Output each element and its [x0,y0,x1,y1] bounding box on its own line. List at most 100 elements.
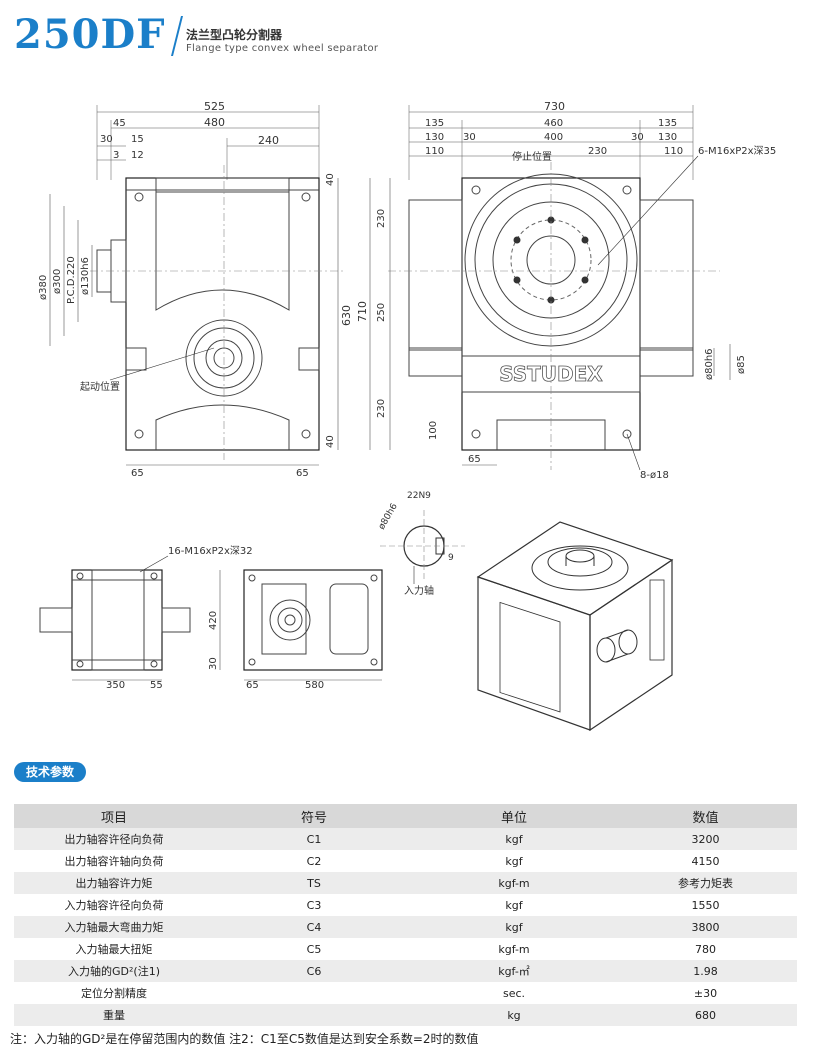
shaft-key-depth: 9 [448,553,454,563]
dim-30-left: 30 [463,132,476,143]
cell-symbol: C2 [214,850,414,872]
cell-item: 定位分割精度 [14,982,214,1004]
dim-240: 240 [258,134,279,147]
dim-65-bottom: 65 [246,680,259,691]
cell-value: 参考力矩表 [614,872,797,894]
dim-30: 30 [100,134,113,145]
cell-item: 入力轴最大弯曲力矩 [14,916,214,938]
spec-table: 项目 符号 单位 数值 出力轴容许径向负荷 C1 kgf 3200 出力轴容许轴… [14,804,797,1026]
bottom-left-view: 350 55 16-M16xP2x深32 [39,545,253,691]
cell-item: 出力轴容许力矩 [14,872,214,894]
start-position-label: 起动位置 [80,380,120,393]
dim-3: 3 [113,150,119,161]
cell-item: 出力轴容许轴向负荷 [14,850,214,872]
cell-item: 入力轴的GD²(注1) [14,960,214,982]
table-row: 出力轴容许轴向负荷 C2 kgf 4150 [14,850,797,872]
cell-symbol: C5 [214,938,414,960]
dim-230-lower: 230 [376,399,387,418]
cell-value: 680 [614,1004,797,1026]
cell-unit: kgf [414,850,614,872]
cell-symbol: C3 [214,894,414,916]
dim-110-right: 110 [664,146,683,157]
dim-55: 55 [150,680,163,691]
dim-710: 710 [356,301,369,322]
spec-table-header: 项目 符号 单位 数值 [14,804,797,828]
cell-value: ±30 [614,982,797,1004]
dim-130-right: 130 [658,132,677,143]
shaft-d80: ø80h6 [377,502,400,532]
page-header: 250DF 法兰型凸轮分割器 Flange type convex wheel … [14,10,414,60]
cell-value: 3200 [614,828,797,850]
cell-symbol [214,1004,414,1026]
cell-unit: kgf-m [414,872,614,894]
cell-unit: kgf [414,916,614,938]
table-row: 入力轴最大扭矩 C5 kgf-m 780 [14,938,797,960]
table-row: 入力轴最大弯曲力矩 C4 kgf 3800 [14,916,797,938]
cell-value: 3800 [614,916,797,938]
dim-230-upper: 230 [376,209,387,228]
cell-value: 1550 [614,894,797,916]
cell-value: 780 [614,938,797,960]
cell-unit: kg [414,1004,614,1026]
cell-item: 重量 [14,1004,214,1026]
section-tag-tech-params: 技术参数 [14,762,87,782]
dim-350: 350 [106,680,125,691]
title-english: Flange type convex wheel separator [186,43,379,54]
dim-d85: ø85 [736,355,747,374]
dim-30-bottom: 30 [208,657,219,670]
cell-unit: sec. [414,982,614,1004]
dim-40-top: 40 [325,173,336,186]
title-divider [171,16,183,56]
dim-110-left: 110 [425,146,444,157]
title-chinese: 法兰型凸轮分割器 [186,28,283,42]
table-row: 入力轴容许径向负荷 C3 kgf 1550 [14,894,797,916]
dim-100: 100 [428,421,439,440]
dim-525: 525 [204,100,225,113]
dim-630: 630 [340,305,353,326]
dim-45: 45 [113,118,126,129]
dim-130-left: 130 [425,132,444,143]
table-row: 重量 kg 680 [14,1004,797,1026]
technical-drawings: 525 480 240 45 30 15 3 12 [38,100,776,732]
cell-unit: kgf [414,894,614,916]
footnote: 注：入力轴的GD²是在停留范围内的数值 注2：C1至C5数值是达到安全系数=2时… [10,1032,479,1046]
holes-16-m16: 16-M16xP2x深32 [168,545,253,557]
dim-580: 580 [305,680,324,691]
header-item: 项目 [14,804,214,828]
cell-value: 4150 [614,850,797,872]
cell-item: 出力轴容许径向负荷 [14,828,214,850]
isometric-view [476,521,674,732]
dim-d80h6: ø80h6 [704,348,715,380]
dim-pcd: P.C.D.220 [66,256,77,304]
dim-30-right: 30 [631,132,644,143]
dim-730: 730 [544,100,565,113]
cell-value: 1.98 [614,960,797,982]
header-unit: 单位 [414,804,614,828]
stop-position-label: 停止位置 [512,150,552,163]
dim-230-top: 230 [588,146,607,157]
dim-400: 400 [544,132,563,143]
bolt-8-d18: 8-ø18 [640,470,669,481]
dim-40-bottom: 40 [325,435,336,448]
table-row: 入力轴的GD²(注1) C6 kgf-㎡ 1.98 [14,960,797,982]
cell-unit: kgf-㎡ [414,960,614,982]
shaft-keyway: 22N9 [407,491,431,501]
table-row: 出力轴容许力矩 TS kgf-m 参考力矩表 [14,872,797,894]
cell-symbol [214,982,414,1004]
table-row: 出力轴容许径向负荷 C1 kgf 3200 [14,828,797,850]
cell-item: 入力轴容许径向负荷 [14,894,214,916]
dim-65-right: 65 [296,468,309,479]
cell-unit: kgf [414,828,614,850]
dim-d380: ø380 [38,275,49,300]
header-value: 数值 [614,804,797,828]
cell-symbol: C4 [214,916,414,938]
dim-12: 12 [131,150,144,161]
model-number: 250DF [14,11,166,58]
dim-d300: ø300 [52,269,63,294]
input-shaft-label: 入力轴 [404,584,434,597]
cell-symbol: TS [214,872,414,894]
dim-135-right: 135 [658,118,677,129]
cell-symbol: C1 [214,828,414,850]
dim-65-side: 65 [468,454,481,465]
shaft-section-detail: ø80h6 22N9 9 入力轴 [377,491,465,597]
